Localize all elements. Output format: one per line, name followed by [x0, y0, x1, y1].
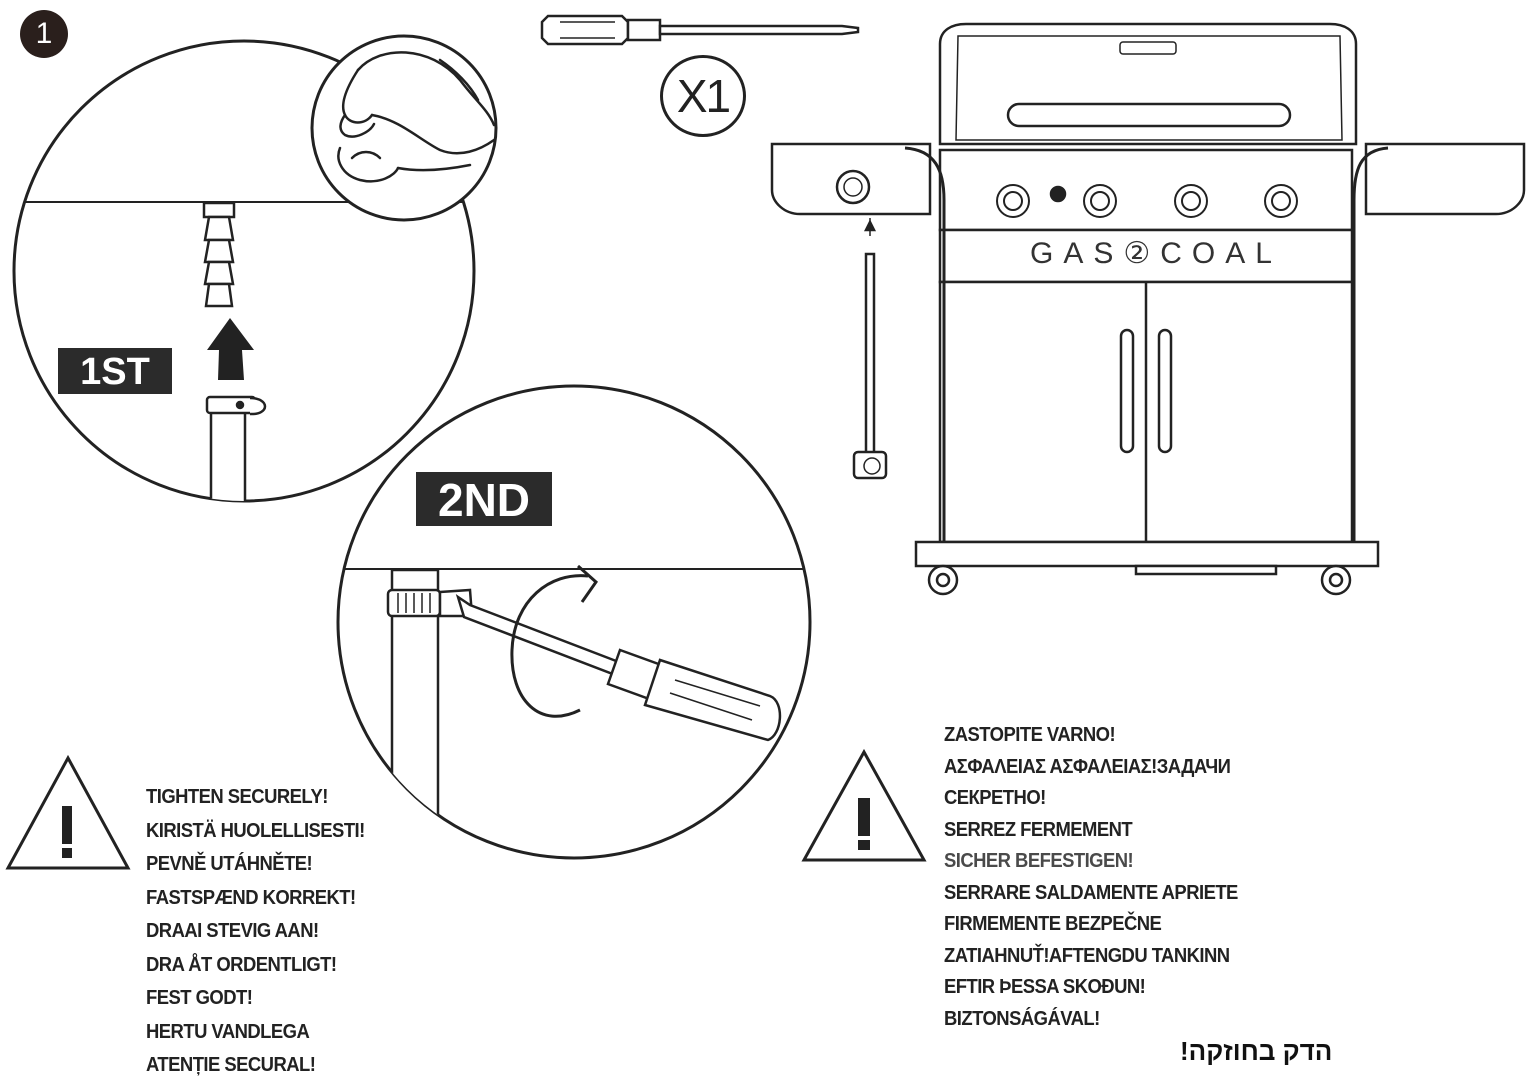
- warning-text: TIGHTEN SECURELY!: [146, 785, 328, 808]
- warning-text: BIZTONSÁGÁVAL!: [944, 1006, 1100, 1030]
- screwdriver-icon: [455, 594, 782, 742]
- warning-text: ΑΣΦΑΛΕΙΑΣ ΑΣΦΑΛΕΙΑΣ!ЗАДАЧИ: [944, 754, 1231, 778]
- hebrew-warning: הדק בחוזקה!: [1180, 1036, 1333, 1066]
- grill-brand-text: GAS②COAL: [1030, 237, 1282, 270]
- step-number-badge: 1: [20, 10, 68, 58]
- screwdriver-quantity-icon: [540, 14, 860, 46]
- grill-illustration: [770, 22, 1526, 596]
- hand-detail-circle: [310, 34, 498, 222]
- warning-text: KIRISTÄ HUOLELLISESTI!: [146, 818, 365, 842]
- warning-text: ZATIAHNUŤ!AFTENGDU TANKINN: [944, 943, 1230, 967]
- hose-clamp-icon: [205, 395, 267, 501]
- warning-text: DRA ÅT ORDENTLIGT!: [146, 952, 337, 976]
- warning-text: ATENȚIE SECURAL!: [146, 1053, 316, 1076]
- warning-text: FIRMEMENTE BEZPEČNE: [944, 912, 1162, 935]
- warning-triangle-icon: [5, 754, 131, 870]
- warning-text: SERREZ FERMEMENT: [944, 817, 1133, 841]
- rotation-arrow-icon: [510, 574, 589, 718]
- gas-fitting-icon: [202, 201, 236, 308]
- warning-text: EFTIR ÞESSA SKOÐUN!: [944, 975, 1146, 998]
- warning-text: SICHER BEFESTIGEN!: [944, 849, 1134, 872]
- warning-text: FASTSPÆND KORREKT!: [146, 885, 356, 909]
- detail-circle-second: [336, 384, 812, 860]
- quantity-label: X1: [660, 55, 746, 137]
- warning-text: HERTU VANDLEGA: [146, 1019, 310, 1043]
- hand-icon: [337, 51, 496, 183]
- warning-text: ZASTOPITE VARNO!: [944, 723, 1116, 746]
- warning-text: FEST GODT!: [146, 986, 253, 1009]
- second-step-tag: 2ND: [416, 472, 552, 526]
- warning-text: SERRARE SALDAMENTE APRIETE: [944, 880, 1238, 904]
- warning-triangle-icon: [801, 748, 927, 862]
- warning-text: PEVNĚ UTÁHNĚTE!: [146, 852, 313, 875]
- warning-list-left: TIGHTEN SECURELY! KIRISTÄ HUOLELLISESTI!…: [146, 780, 365, 1082]
- warning-text: СЕКРЕТНО!: [944, 786, 1046, 809]
- first-step-tag: 1ST: [58, 348, 172, 394]
- up-arrow-icon: [207, 318, 254, 380]
- warning-text: DRAAI STEVIG AAN!: [146, 919, 319, 942]
- warning-list-right: ZASTOPITE VARNO! ΑΣΦΑΛΕΙΑΣ ΑΣΦΑΛΕΙΑΣ!ЗАД…: [944, 719, 1238, 1034]
